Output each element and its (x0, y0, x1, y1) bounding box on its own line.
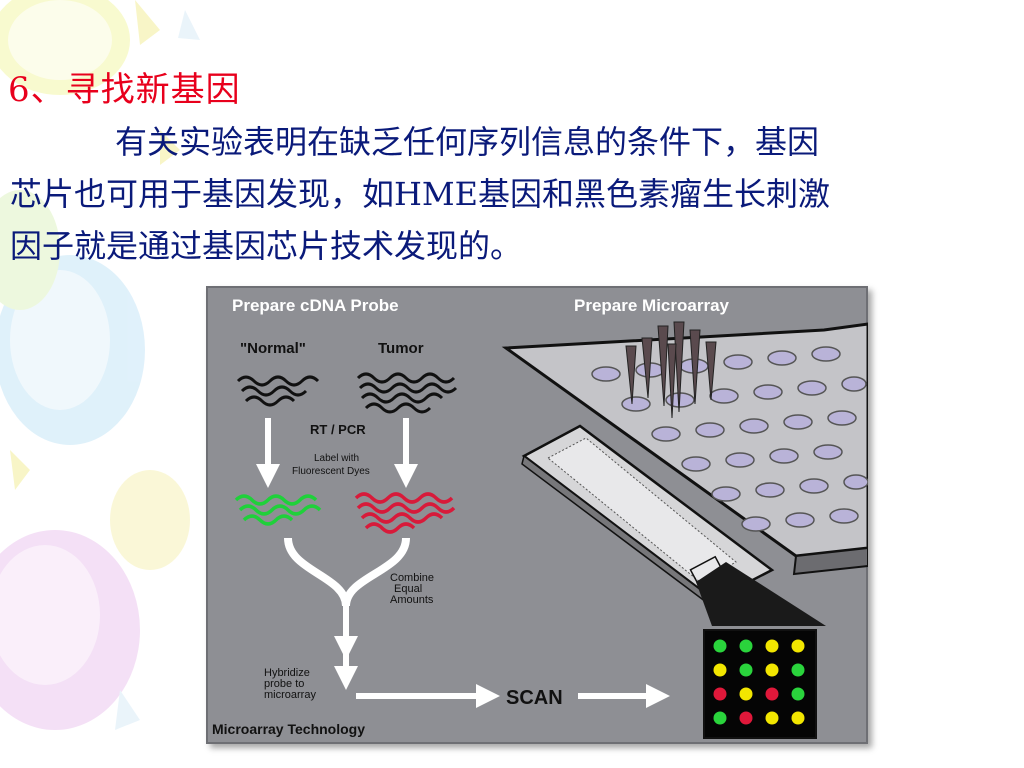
label-hybridize-line3: microarray (264, 689, 316, 701)
microarray-diagram-svg: Prepare cDNA Probe Prepare Microarray "N… (206, 286, 870, 744)
microplate (501, 322, 870, 576)
label-combine-line2: Equal (394, 583, 422, 595)
diagram-caption: Microarray Technology (212, 721, 365, 737)
label-combine-line1: Combine (390, 572, 434, 584)
green-labeled-strands (234, 494, 322, 526)
label-fluor-line1: Label with (314, 453, 359, 464)
label-tumor: Tumor (378, 340, 424, 357)
merge-arrow-right (342, 537, 410, 607)
slide-paragraph: 有关实验表明在缺乏任何序列信息的条件下，基因芯片也可用于基因发现，如HME基因和… (10, 116, 1010, 272)
label-hybridize-line1: Hybridize (264, 667, 310, 679)
label-normal: "Normal" (240, 340, 306, 357)
label-rt-pcr: RT / PCR (310, 422, 366, 437)
label-scan: SCAN (506, 687, 563, 709)
paragraph-line-1: 有关实验表明在缺乏任何序列信息的条件下，基因 (115, 123, 820, 161)
red-labeled-strands (354, 492, 456, 534)
label-hybridize-line2: probe to (264, 678, 304, 690)
label-fluor-line2: Fluorescent Dyes (292, 466, 370, 477)
array-result-grid (703, 629, 817, 739)
paragraph-line-3: 因子就是通过基因芯片技术发现的。 (10, 227, 523, 265)
slide-heading: 6、寻找新基因 (8, 70, 241, 110)
title-prepare-microarray: Prepare Microarray (574, 296, 730, 315)
zoom-beam (696, 562, 826, 626)
normal-dna-strands (236, 375, 320, 407)
paragraph-line-2: 芯片也可用于基因发现，如HME基因和黑色素瘤生长刺激 (10, 175, 831, 213)
label-combine-line3: Amounts (390, 594, 434, 606)
title-prepare-probe: Prepare cDNA Probe (232, 296, 399, 315)
glass-slide (521, 424, 775, 610)
tumor-dna-strands (356, 372, 458, 414)
microarray-diagram: Prepare cDNA Probe Prepare Microarray "N… (206, 286, 870, 744)
pipette-tips (625, 321, 717, 419)
